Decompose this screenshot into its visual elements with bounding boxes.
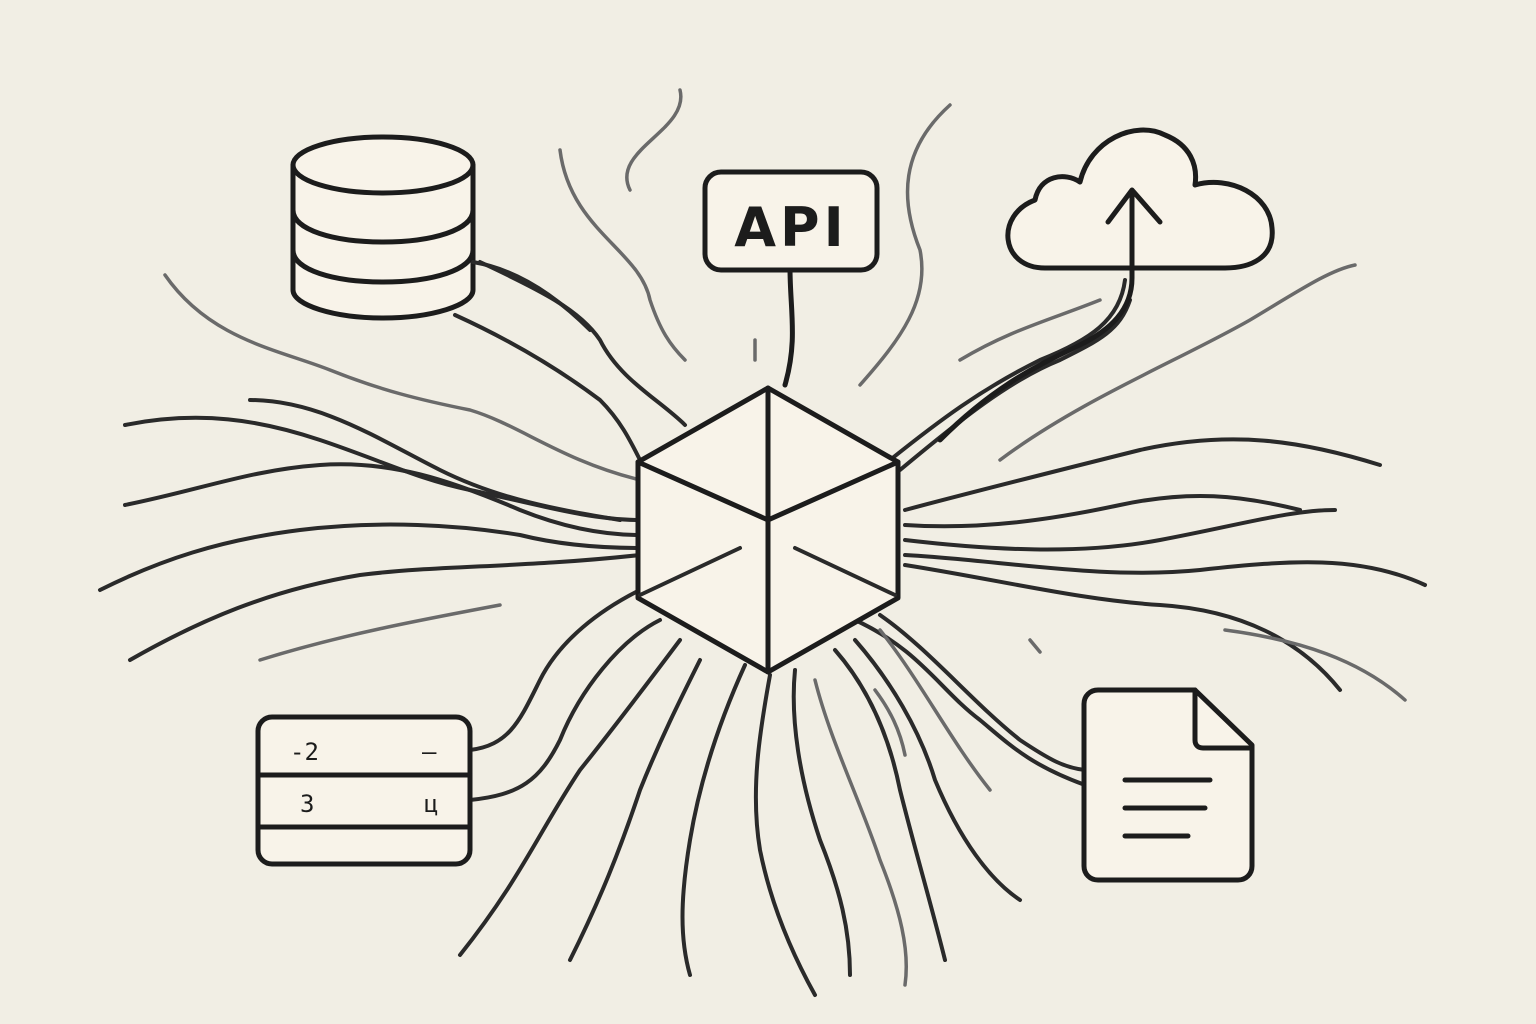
- table-icon: -2 — 3 ц: [255, 714, 473, 867]
- table-cell: -2: [290, 738, 319, 766]
- connection-lines: [98, 88, 1427, 997]
- api-icon: API: [702, 169, 880, 388]
- api-label: API: [734, 196, 847, 259]
- table-cell: —: [422, 738, 437, 766]
- table-cell: 3: [300, 790, 314, 818]
- cube-hub-icon: [635, 385, 901, 675]
- database-icon: [290, 134, 592, 332]
- cloud-upload-icon: [937, 127, 1275, 443]
- document-icon: [1081, 687, 1255, 883]
- table-cell: ц: [424, 790, 438, 818]
